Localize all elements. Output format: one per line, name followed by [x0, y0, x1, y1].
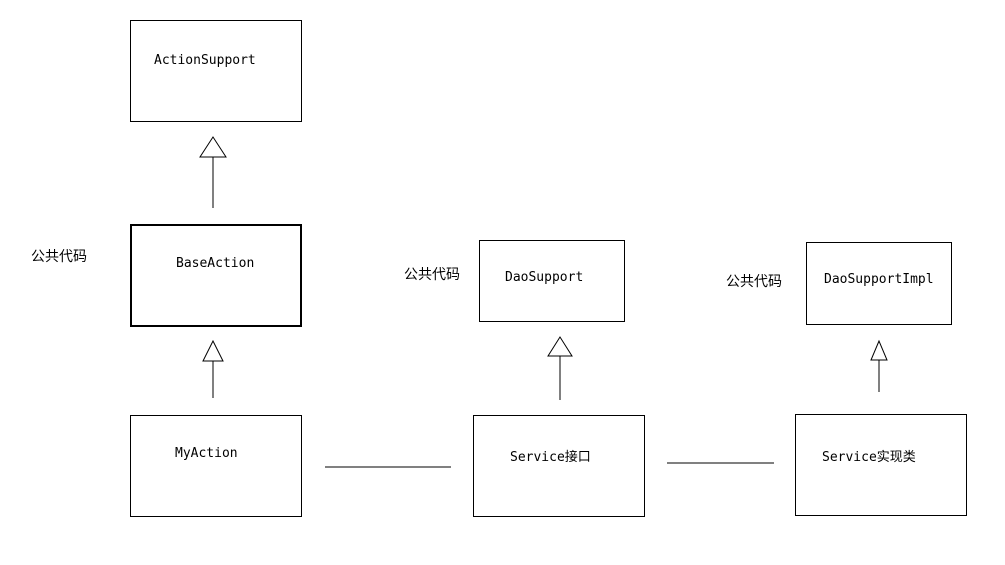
class-name-daosupport: DaoSupport [505, 270, 584, 285]
class-box-service-interface: Service接口 [473, 415, 645, 517]
class-box-daosupportimpl: DaoSupportImpl [806, 242, 952, 325]
inheritance-arrow-service-daosupport [547, 336, 573, 400]
note-dao-support-impl: 公共代码 [726, 274, 782, 290]
note-base-action: 公共代码 [31, 249, 87, 265]
class-name-daosupportimpl: DaoSupportImpl [824, 272, 934, 287]
class-name-myaction: MyAction [175, 446, 238, 461]
note-dao-support: 公共代码 [404, 267, 460, 283]
class-name-actionsupport: ActionSupport [154, 53, 256, 68]
class-name-baseaction: BaseAction [176, 256, 255, 271]
class-box-actionsupport: ActionSupport [130, 20, 302, 122]
class-box-myaction: MyAction [130, 415, 302, 517]
class-name-service-impl: Service实现类 [822, 450, 916, 465]
class-name-service-interface: Service接口 [510, 450, 591, 465]
inheritance-arrow-serviceimpl-daosupportimpl [870, 339, 888, 392]
class-box-service-impl: Service实现类 [795, 414, 967, 516]
class-box-daosupport: DaoSupport [479, 240, 625, 322]
class-box-baseaction: BaseAction [130, 224, 302, 327]
inheritance-arrow-myaction-baseaction [202, 339, 224, 398]
inheritance-arrow-baseaction-actionsupport [199, 136, 227, 208]
